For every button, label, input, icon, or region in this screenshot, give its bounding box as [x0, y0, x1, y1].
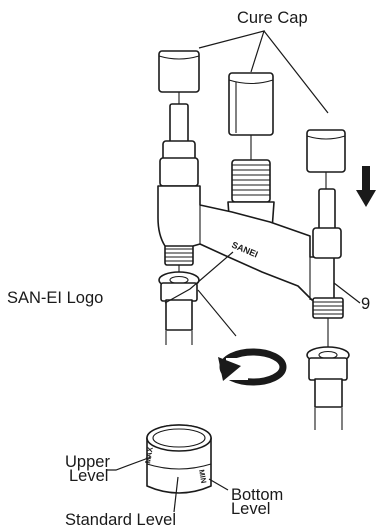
bottom-level-label-line1: Bottom — [231, 486, 284, 504]
left-hose-fitting — [158, 265, 200, 345]
upper-level-label-line2: Level — [69, 467, 109, 485]
san-ei-logo-label: SAN-EI Logo — [7, 289, 104, 307]
max-marking: MAX — [143, 446, 155, 464]
down-arrow-icon — [356, 166, 376, 207]
center-cure-cap — [228, 72, 274, 136]
upper-level-label-line1: Upper — [65, 453, 110, 471]
right-nozzle — [312, 188, 344, 319]
cure-cap-leader-lines — [198, 30, 329, 114]
right-hose-fitting — [306, 318, 350, 430]
standard-level-label: Standard Level — [65, 511, 176, 529]
manifold-body — [157, 185, 335, 301]
bottom-level-label-line2: Level — [231, 500, 271, 518]
level-leader-lines — [106, 456, 229, 513]
rotate-arrow-icon — [218, 348, 287, 386]
cure-cap-label: Cure Cap — [237, 9, 308, 27]
min-marking: MIN — [197, 469, 208, 484]
right-cure-cap — [306, 129, 346, 173]
side-leader-lines — [164, 251, 361, 304]
part-number-label: 9 — [361, 295, 371, 313]
hose-guide-lines — [197, 289, 237, 337]
left-cure-cap — [158, 50, 200, 93]
detail-cure-cap — [146, 424, 212, 494]
